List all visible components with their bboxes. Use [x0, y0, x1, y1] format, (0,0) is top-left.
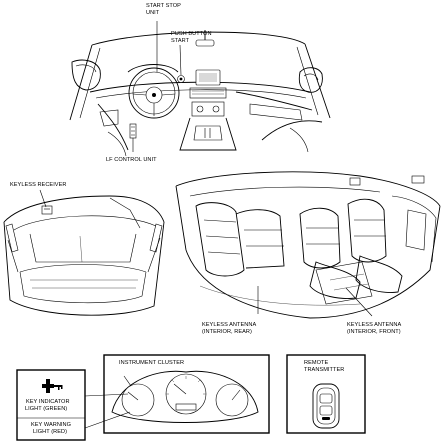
- key-legend-box: KEY INDICATOR LIGHT (GREEN) KEY WARNING …: [16, 369, 86, 441]
- label-antenna-front-1: KEYLESS ANTENNA: [347, 322, 401, 328]
- instrument-cluster-box: INSTRUMENT CLUSTER: [103, 354, 270, 434]
- leader-antenna-front: [345, 287, 373, 317]
- dashboard-illustration: [69, 30, 331, 157]
- label-keyless-receiver: KEYLESS RECEIVER: [10, 182, 66, 188]
- leader-key-indicator: [84, 393, 129, 397]
- interior-illustration: [175, 171, 441, 319]
- key-indicator-icon: [42, 379, 63, 393]
- label-instrument-cluster: INSTRUMENT CLUSTER: [119, 360, 184, 366]
- label-antenna-front-2: (INTERIOR, FRONT): [347, 329, 401, 335]
- label-key-warning-1: KEY WARNING: [31, 422, 71, 428]
- label-key-warning-2: LIGHT (RED): [33, 429, 67, 435]
- remote-transmitter-icon: [312, 383, 340, 429]
- label-remote-2: TRANSMITTER: [304, 367, 344, 373]
- cargo-area-illustration: [3, 195, 165, 316]
- label-start-stop-2: UNIT: [146, 10, 160, 16]
- leader-push-button: [179, 44, 182, 76]
- remote-transmitter-box: REMOTE TRANSMITTER: [286, 354, 366, 434]
- label-key-indicator-1: KEY INDICATOR: [26, 399, 70, 405]
- label-remote-1: REMOTE: [304, 360, 328, 366]
- label-push-button-1: PUSH BUTTON: [171, 31, 212, 37]
- leader-keyless-receiver: [39, 189, 47, 208]
- label-antenna-rear-1: KEYLESS ANTENNA: [202, 322, 256, 328]
- label-start-stop-1: START STOP: [146, 3, 181, 9]
- label-push-button-2: START: [171, 38, 190, 44]
- label-lf-control-unit: LF CONTROL UNIT: [106, 157, 157, 163]
- label-key-indicator-2: LIGHT (GREEN): [25, 406, 67, 412]
- label-antenna-rear-2: (INTERIOR, REAR): [202, 329, 252, 335]
- leader-key-warning: [84, 411, 131, 429]
